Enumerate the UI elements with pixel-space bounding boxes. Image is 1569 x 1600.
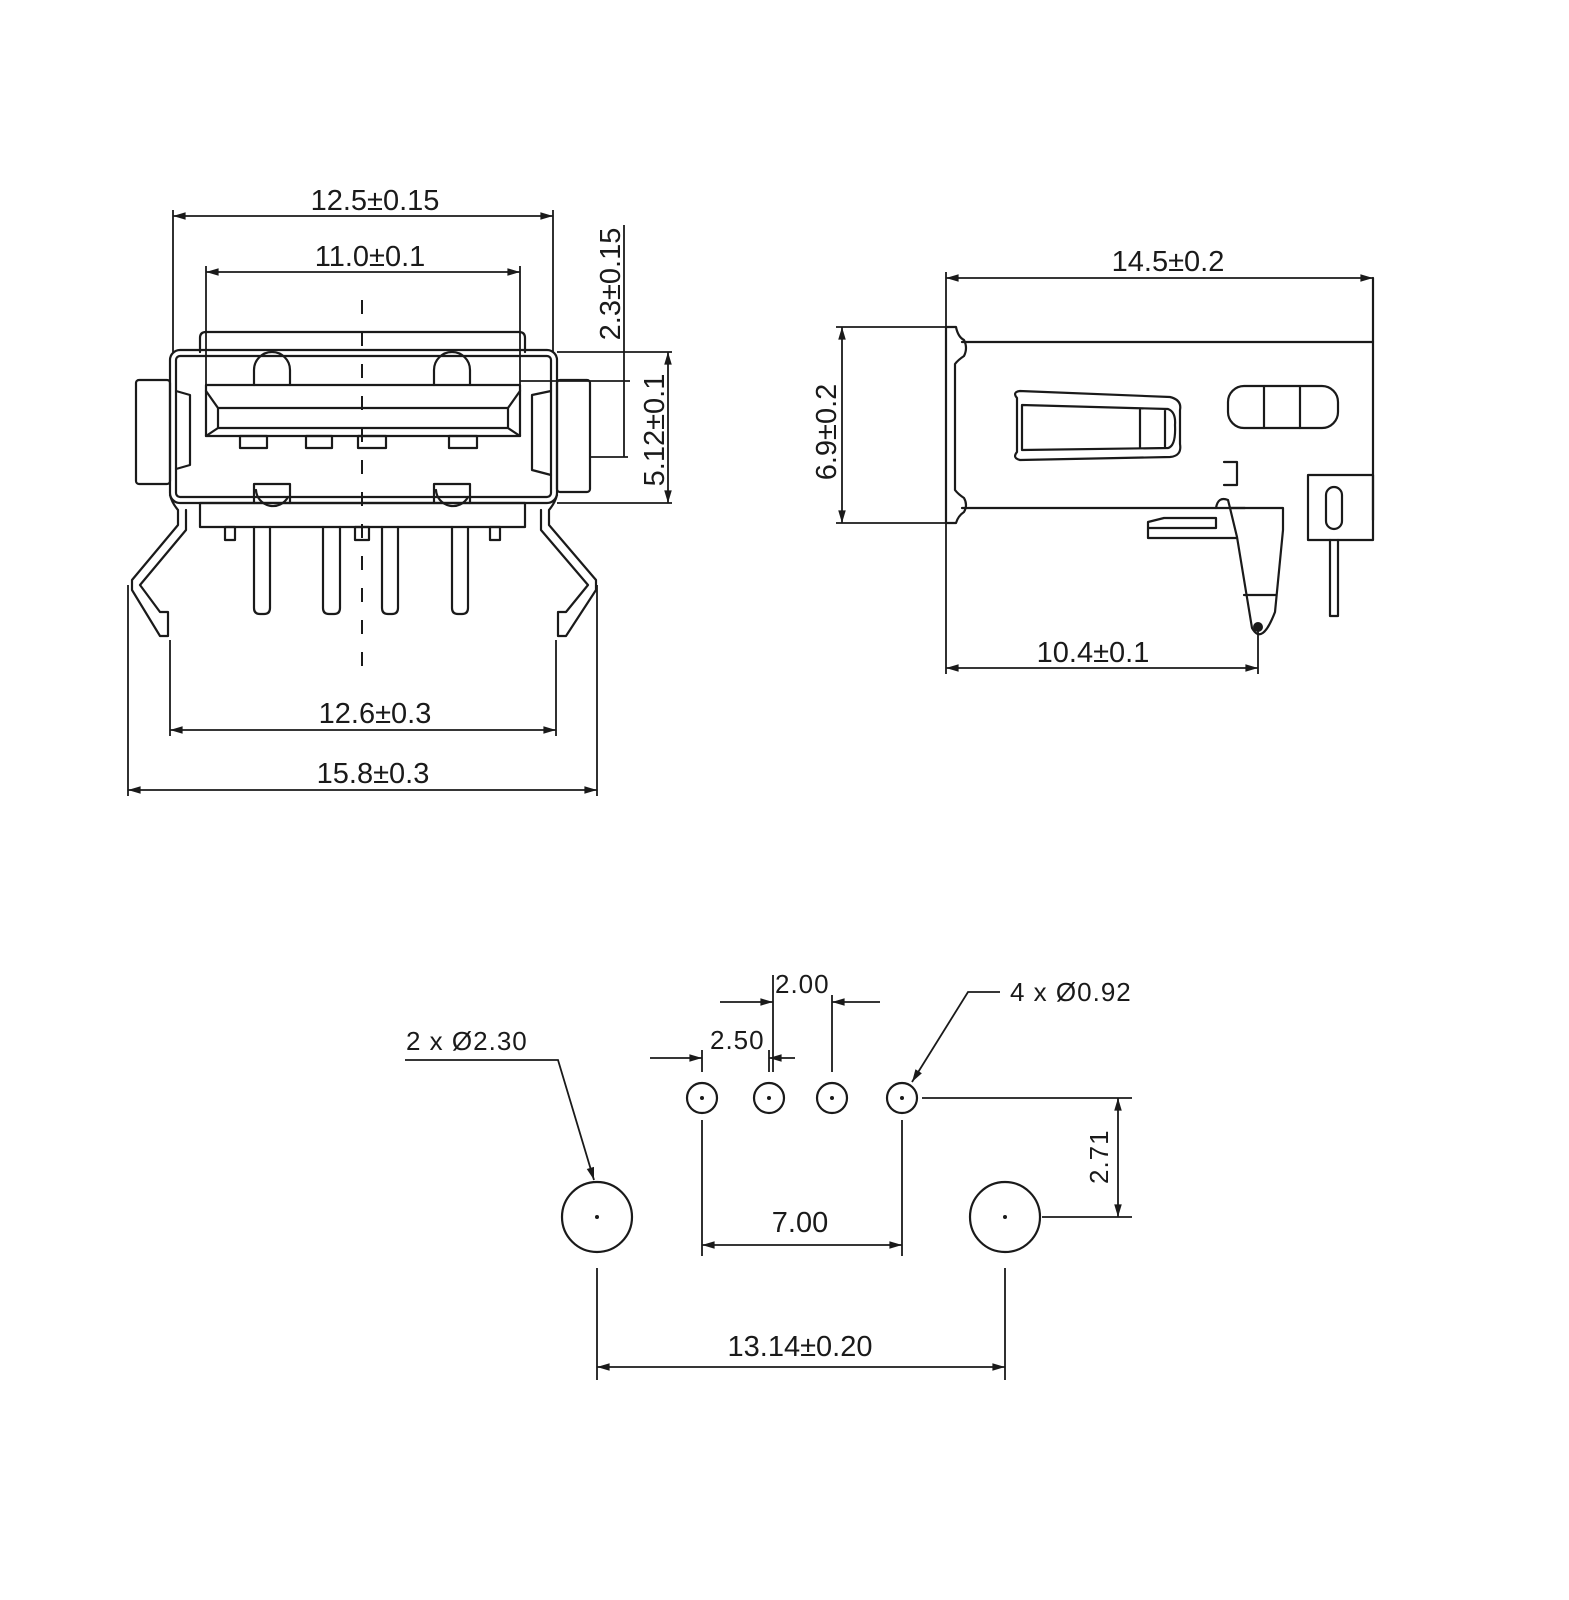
label-mount-holes: 2 x Ø2.30 <box>406 1026 528 1056</box>
pin-1 <box>252 525 272 616</box>
signal-hole <box>885 1081 919 1115</box>
dim-pitch-large: 2.50 <box>710 1025 765 1055</box>
dim-mount-span: 13.14±0.20 <box>728 1331 873 1363</box>
dim-outer-pin-span: 7.00 <box>772 1207 828 1239</box>
mount-leg-right <box>539 493 598 638</box>
mount-leg-left <box>130 493 188 638</box>
dim-height: 6.9±0.2 <box>811 384 843 481</box>
dim-pitch-small: 2.00 <box>775 969 830 999</box>
pin-4 <box>450 525 470 616</box>
connector-body <box>168 348 559 505</box>
dim-length: 14.5±0.2 <box>1112 246 1225 278</box>
side-view: 14.5±0.2 6.9±0.2 10.4±0.1 <box>811 246 1375 674</box>
signal-hole <box>752 1081 786 1115</box>
pcb-footprint: 2.00 2.50 4 x Ø0.92 2 x Ø2.30 2.71 7.00 … <box>405 969 1132 1380</box>
dim-leg-inner-span: 12.6±0.3 <box>319 698 432 730</box>
mount-hole <box>968 1180 1042 1254</box>
pin-3 <box>380 525 400 616</box>
pin-2 <box>321 525 342 616</box>
front-view: 12.5±0.15 11.0±0.1 2.3±0.15 5.12±0.1 12.… <box>127 185 672 796</box>
dim-overall-width: 12.5±0.15 <box>311 185 440 217</box>
dim-row-offset: 2.71 <box>1084 1129 1114 1184</box>
mount-hole <box>560 1180 634 1254</box>
signal-hole <box>685 1081 719 1115</box>
dim-body-height: 5.12±0.1 <box>639 374 671 487</box>
dim-shell-offset: 2.3±0.15 <box>595 228 627 341</box>
dim-pin-distance: 10.4±0.1 <box>1037 637 1150 669</box>
dim-leg-outer-span: 15.8±0.3 <box>317 758 430 790</box>
dim-cavity-width: 11.0±0.1 <box>315 241 426 273</box>
signal-hole <box>815 1081 849 1115</box>
label-signal-holes: 4 x Ø0.92 <box>1010 977 1132 1007</box>
